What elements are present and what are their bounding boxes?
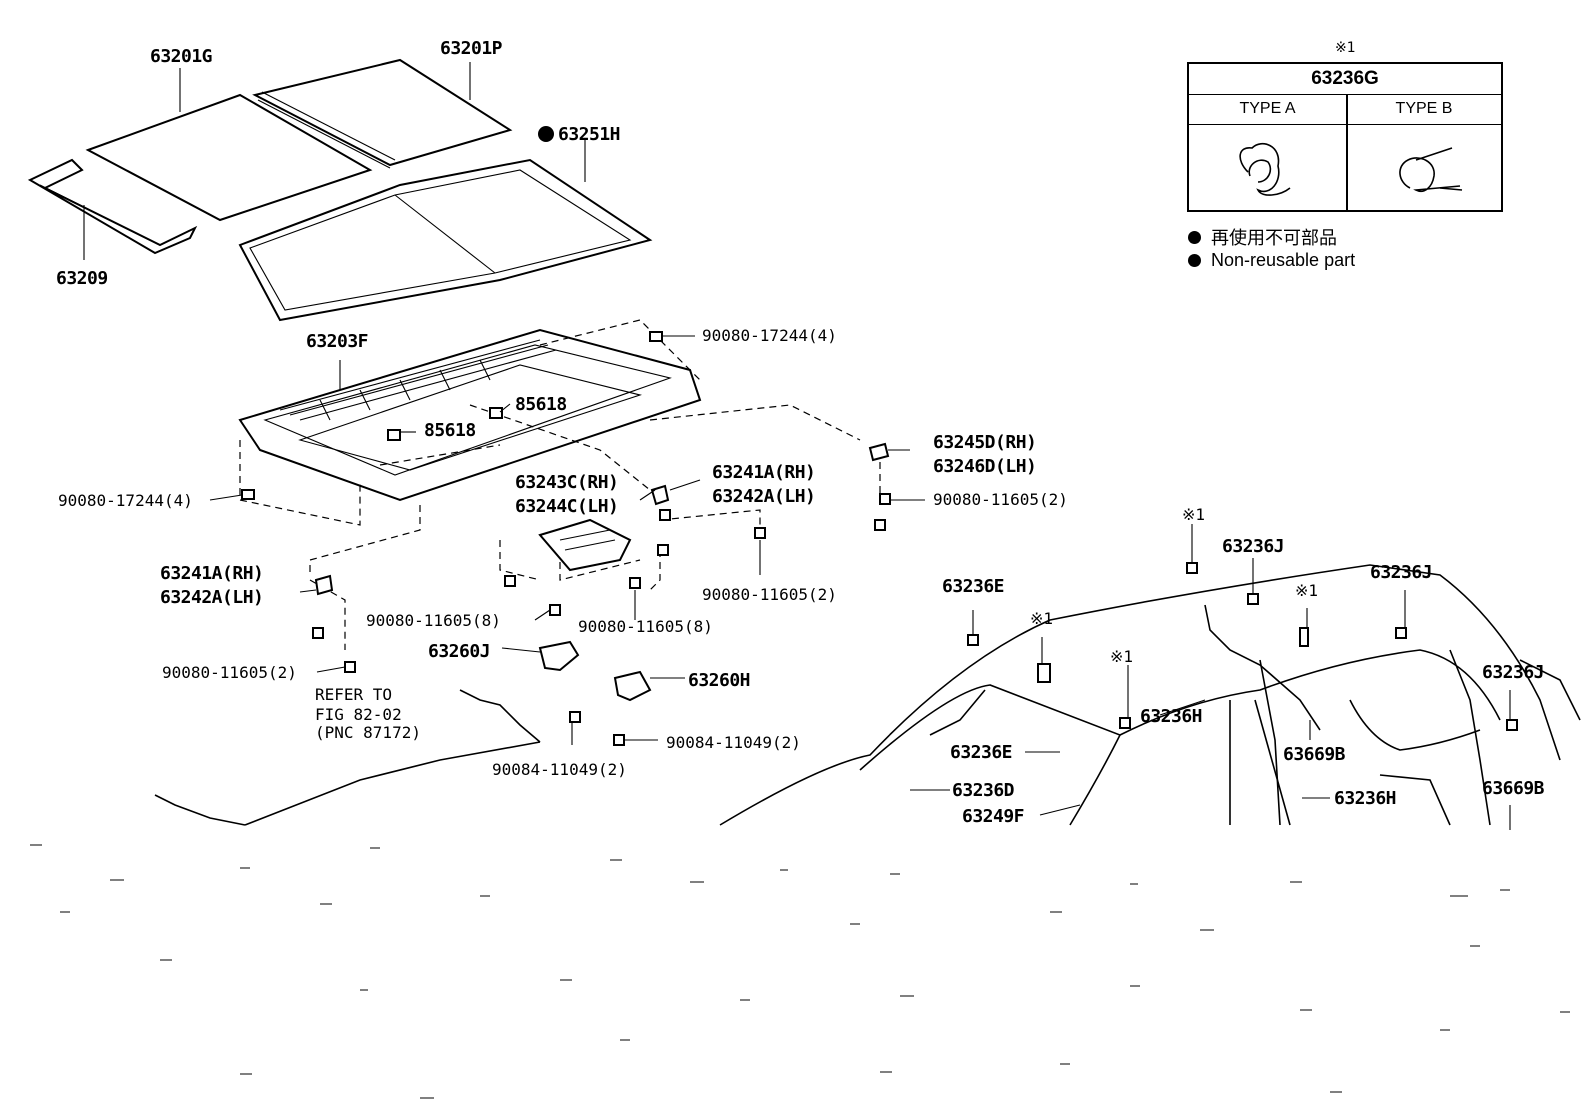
label-90080-11605-8a: 90080-11605(8) <box>366 611 501 630</box>
legend-note-jp: 再使用不可部品 <box>1211 228 1337 248</box>
legend-mark: ※1 <box>1335 40 1356 56</box>
label-63243C: 63243C(RH) <box>515 472 618 493</box>
label-63260H: 63260H <box>688 670 750 691</box>
clip-type-b-icon <box>1399 147 1463 192</box>
legend-note-en-row: Non-reusable part <box>1188 250 1355 271</box>
legend-box: 63236G TYPE A TYPE B <box>1187 62 1503 212</box>
label-mark-c: ※1 <box>1110 647 1133 666</box>
label-63201G: 63201G <box>150 46 212 67</box>
bracket-63241A-mid[interactable] <box>650 484 670 506</box>
label-90080-11605-8b: 90080-11605(8) <box>578 617 713 636</box>
label-63260J: 63260J <box>428 641 490 662</box>
legend-note-jp-row: 再使用不可部品 <box>1188 224 1337 250</box>
label-63251H: 63251H <box>558 124 620 145</box>
glass-panel-rear[interactable] <box>252 58 513 169</box>
label-63242A-left: 63242A(LH) <box>160 587 263 608</box>
label-90080-11605-2left: 90080-11605(2) <box>162 663 297 682</box>
bullet-icon <box>1188 230 1201 244</box>
label-63244C: 63244C(LH) <box>515 496 618 517</box>
label-63236J-b: 63236J <box>1370 562 1432 583</box>
seal-63251H[interactable] <box>238 158 653 322</box>
glass-panel-front[interactable] <box>85 93 373 222</box>
label-85618-a: 85618 <box>515 394 567 415</box>
label-90080-11605-right: 90080-11605(2) <box>933 490 1068 509</box>
label-mark-b: ※1 <box>1030 609 1053 628</box>
legend-type-b: TYPE B <box>1347 94 1501 125</box>
legend-note-en: Non-reusable part <box>1211 250 1356 270</box>
label-90084-a: 90084-11049(2) <box>666 733 801 752</box>
part-labels: 63201G 63201P 63251H 63209 63203F 90080-… <box>56 38 1545 827</box>
label-63203F: 63203F <box>306 331 368 352</box>
weatherstrip-63209[interactable] <box>27 158 198 255</box>
label-90084-b: 90084-11049(2) <box>492 760 627 779</box>
label-63236D: 63236D <box>952 780 1015 801</box>
label-refer-1: REFER TO <box>315 685 392 704</box>
label-63236E-a: 63236E <box>942 576 1004 597</box>
label-85618-b: 85618 <box>424 420 476 441</box>
housing-frame-63203F[interactable] <box>238 328 702 502</box>
label-90080-17244-top: 90080-17244(4) <box>702 326 837 345</box>
scan-marks <box>30 844 1570 1099</box>
label-63236J-c: 63236J <box>1482 662 1544 683</box>
bullet-icon <box>1188 254 1201 267</box>
label-63669B-b: 63669B <box>1482 778 1545 799</box>
label-63241A-left: 63241A(RH) <box>160 563 263 584</box>
label-63669B-a: 63669B <box>1283 744 1346 765</box>
legend-type-a: TYPE A <box>1189 94 1346 125</box>
label-63236H-b: 63236H <box>1334 788 1396 809</box>
label-63246D: 63246D(LH) <box>933 456 1036 477</box>
label-mark-a: ※1 <box>1182 505 1205 524</box>
drive-bracket-63243C[interactable] <box>538 518 632 572</box>
motor-63260J[interactable] <box>538 640 580 672</box>
bolt-icons <box>241 331 1518 746</box>
label-63245D: 63245D(RH) <box>933 432 1036 453</box>
leader-lines <box>83 62 1511 830</box>
label-63209: 63209 <box>56 268 108 289</box>
bracket-63245D[interactable] <box>868 442 890 462</box>
bracket-63241A-left[interactable] <box>314 574 334 596</box>
label-refer-2: FIG 82-02 <box>315 705 402 724</box>
non-reusable-marker <box>538 126 554 142</box>
label-63242A-mid: 63242A(LH) <box>712 486 815 507</box>
label-63236E-b: 63236E <box>950 742 1012 763</box>
wire-harness <box>154 604 1321 826</box>
label-90080-17244-left: 90080-17244(4) <box>58 491 193 510</box>
legend-part-number: 63236G <box>1189 64 1501 95</box>
label-mark-d: ※1 <box>1295 581 1318 600</box>
label-63249F: 63249F <box>962 806 1024 827</box>
label-63236J-a: 63236J <box>1222 536 1284 557</box>
label-refer-3: (PNC 87172) <box>315 723 421 742</box>
vehicle-body-outline <box>719 564 1581 826</box>
legend-divider <box>1346 94 1348 212</box>
label-63236H-a: 63236H <box>1140 706 1202 727</box>
label-90080-11605-2mid: 90080-11605(2) <box>702 585 837 604</box>
sensor-63260H[interactable] <box>613 670 652 702</box>
clip-type-a-icon <box>1239 142 1291 196</box>
label-63201P: 63201P <box>440 38 503 59</box>
label-63241A-mid: 63241A(RH) <box>712 462 815 483</box>
